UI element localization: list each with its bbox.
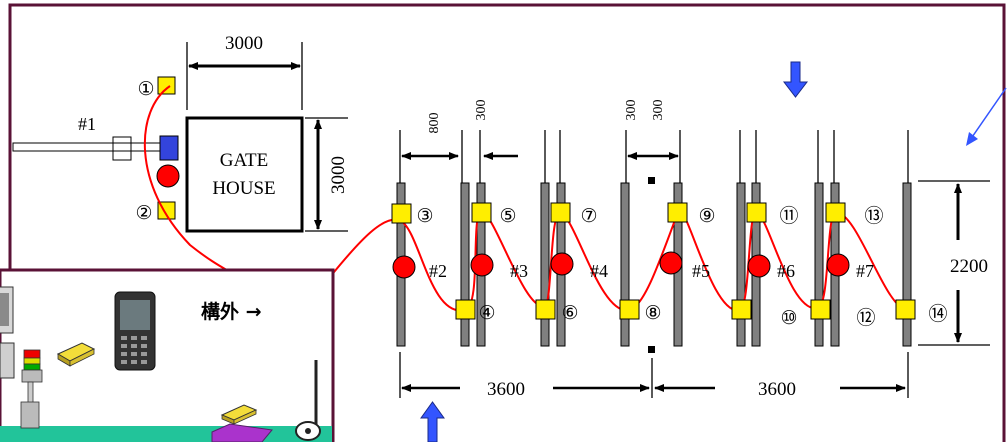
reader-3 [391, 203, 412, 224]
reader-14 [895, 299, 916, 320]
dim-2200-label: 2200 [950, 256, 988, 277]
signal-light-gate [156, 164, 180, 188]
signal-lights [392, 251, 850, 279]
outer-frame [8, 3, 1006, 447]
lane-label-4: #4 [590, 261, 608, 281]
dim-800-label: 800 [427, 113, 442, 134]
dim-3600-left-label: 3600 [487, 379, 525, 400]
reader-6 [535, 299, 556, 320]
handheld-terminal [114, 291, 156, 371]
signal-tower [20, 349, 43, 429]
dim-300a-label: 300 [474, 100, 489, 121]
direction-arrow-up [420, 401, 445, 443]
lane-label-2: #2 [429, 261, 447, 281]
lane-label-6: #6 [777, 261, 795, 281]
reader-5 [471, 202, 492, 223]
reader-9 [667, 202, 688, 223]
reader-label-11: ⑪ [779, 205, 798, 227]
dim-300c-label: 300 [651, 100, 666, 121]
reader-label-1: ① [137, 79, 154, 100]
reader-label-12: ⑫ [856, 307, 875, 329]
gate-height-label: 3000 [328, 156, 349, 194]
reader-label-2: ② [135, 203, 152, 224]
gate-house [185, 116, 304, 233]
direction-arrow-diagonal [967, 87, 1007, 144]
reader-label-9: ⑨ [698, 206, 715, 227]
inset-label: 構外 → [201, 300, 262, 323]
reader-11 [746, 202, 767, 223]
reader-label-6: ⑥ [561, 303, 578, 324]
dim-300b-label: 300 [624, 100, 639, 121]
reader-12 [810, 299, 831, 320]
lane-label-5: #5 [692, 261, 710, 281]
reader-label-14: ⑭ [928, 303, 947, 325]
route-gate-top [143, 85, 241, 279]
gate-width-label: 3000 [225, 33, 263, 54]
reader-8 [619, 299, 640, 320]
gate-house-line2: HOUSE [212, 178, 275, 199]
dim-3600-right-label: 3600 [758, 379, 796, 400]
reader-label-8: ⑧ [644, 303, 661, 324]
reader-label-13: ⑬ [864, 205, 883, 227]
lane-label-3: #3 [510, 261, 528, 281]
reader-label-3: ③ [416, 206, 433, 227]
direction-arrow-down [782, 61, 809, 98]
floor-strip [0, 426, 332, 442]
reader-label-4: ④ [478, 303, 495, 324]
reader-10 [731, 299, 752, 320]
center-marker-top [648, 177, 655, 184]
barrier-actuator [159, 135, 179, 161]
reader-7 [550, 202, 571, 223]
barrier-arm [12, 142, 164, 152]
reader-13 [825, 202, 846, 223]
lane-label-7: #7 [856, 261, 874, 281]
gate-house-line1: GATE [220, 150, 269, 171]
reader-1 [157, 76, 176, 95]
reader-4 [455, 299, 476, 320]
barrier-mount [112, 136, 132, 161]
reader-label-7: ⑦ [580, 206, 597, 227]
inset-panel: 構外 → [0, 268, 335, 447]
center-marker-bottom [648, 346, 655, 353]
floor-base-box [211, 423, 273, 443]
reader-label-10: ⑩ [780, 308, 797, 329]
barrier-label: #1 [78, 114, 96, 134]
reader-label-5: ⑤ [499, 206, 516, 227]
